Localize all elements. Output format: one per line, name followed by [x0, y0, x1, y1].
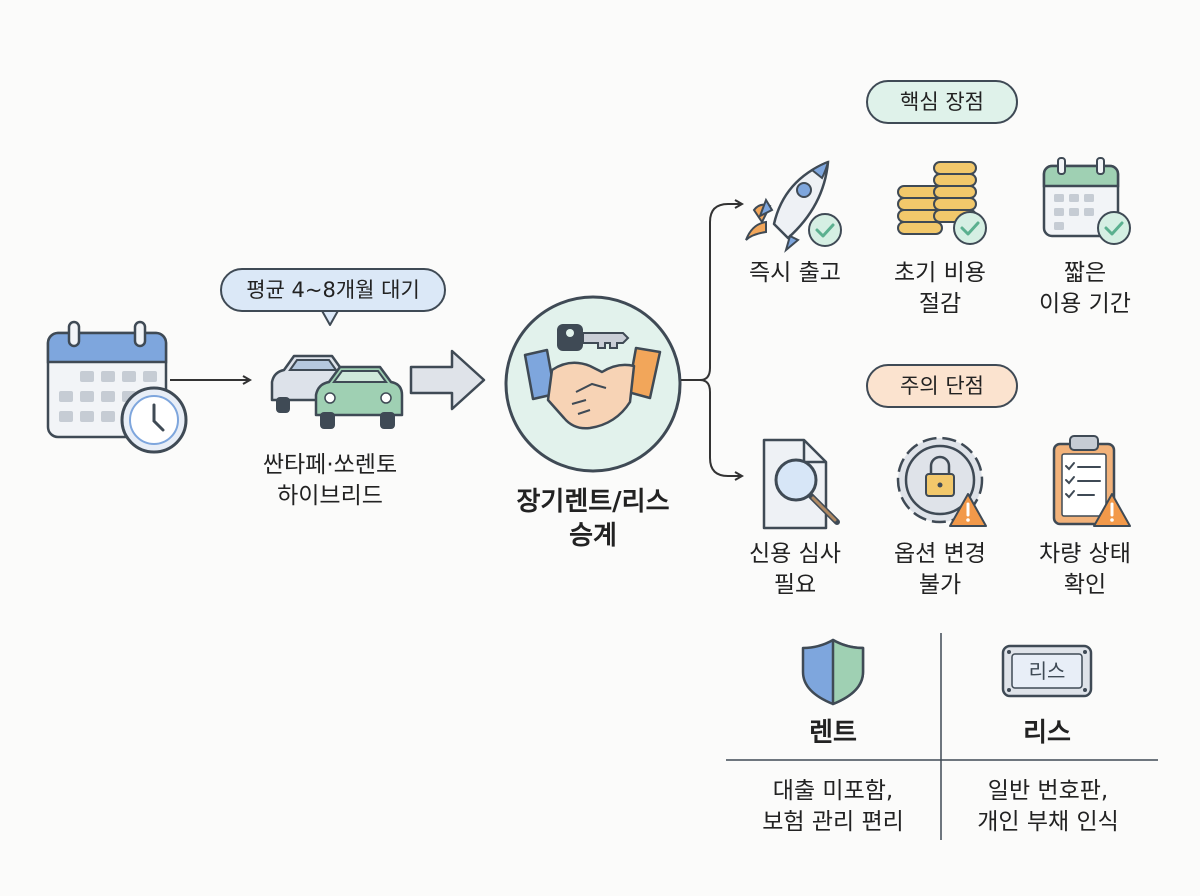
disadvantage-label-condition: 차량 상태 확인	[1039, 541, 1131, 598]
calendar-clock-icon	[46, 320, 188, 454]
calendar-check-icon	[1042, 157, 1131, 245]
advantage-label-period: 짧은 이용 기간	[1039, 260, 1131, 317]
disadvantage-label-credit: 신용 심사 필요	[749, 541, 841, 598]
branch-to-advantages	[681, 204, 742, 381]
gear-lock-warning-icon	[896, 436, 987, 527]
advantage-label-cost: 초기 비용 절감	[894, 260, 986, 317]
license-plate-icon	[1001, 644, 1093, 698]
branch-to-disadvantages	[699, 379, 742, 476]
rent-title: 렌트	[809, 718, 857, 748]
document-search-icon	[762, 438, 840, 530]
coins-icon	[897, 161, 987, 245]
center-label: 장기렌트/리스 승계	[516, 487, 670, 551]
lease-description: 일반 번호판, 개인 부채 인식	[977, 778, 1119, 835]
advantage-label-immediate: 즉시 출고	[749, 260, 841, 286]
shield-icon	[801, 638, 865, 706]
big-arrow-icon	[409, 349, 486, 411]
disadvantages-header: 주의 단점	[866, 364, 1018, 408]
handshake-key-icon	[504, 295, 682, 473]
lease-title: 리스	[1023, 718, 1071, 748]
wait-bubble-tail	[320, 308, 340, 326]
disadvantage-label-option: 옵션 변경 불가	[894, 541, 986, 598]
rocket-icon	[745, 160, 842, 253]
cars-icon	[270, 354, 404, 429]
clipboard-warning-icon	[1052, 435, 1131, 527]
license-plate-text: 리스	[1028, 659, 1066, 683]
wait-duration-bubble: 평균 4~8개월 대기	[220, 268, 446, 312]
cars-model-label: 싼타페·쏘렌토 하이브리드	[262, 452, 398, 509]
rent-description: 대출 미포함, 보험 관리 편리	[762, 778, 904, 835]
advantages-header: 핵심 장점	[866, 80, 1018, 124]
